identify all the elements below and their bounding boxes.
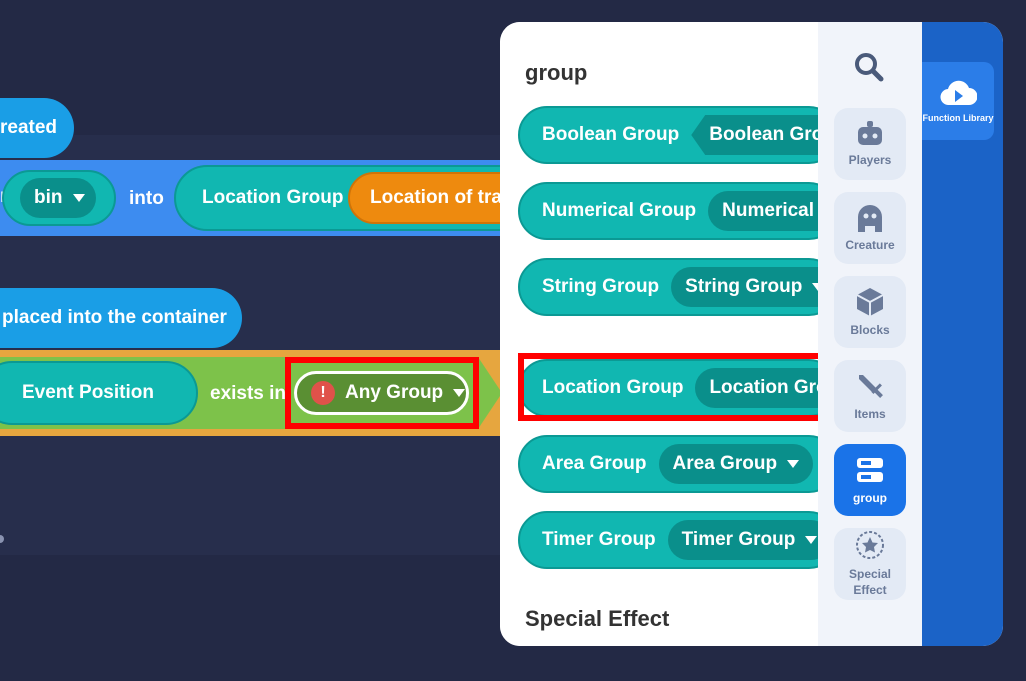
chevron-down-icon <box>72 194 85 202</box>
palette-block-timer-group[interactable]: Timer Group Timer Group <box>518 511 818 569</box>
category-label: Blocks <box>850 323 890 337</box>
function-library-label: Function Library <box>922 113 994 123</box>
palette-block-numerical-group[interactable]: Numerical Group Numerical G <box>518 182 818 240</box>
exists-in-label: exists in <box>210 383 287 404</box>
palette-block-slot: Area Group <box>658 444 814 484</box>
highlight-any-group <box>285 357 479 429</box>
palette-block-slot: String Group <box>671 267 818 307</box>
category-special-effect[interactable]: Special Effect <box>834 528 906 600</box>
group-icon <box>857 458 883 482</box>
palette-block-location-group[interactable]: Location Group Location Gro <box>518 359 818 417</box>
event-block-placed[interactable]: placed into the container <box>0 288 242 348</box>
palette-block-slot-text: Timer Group <box>681 529 796 550</box>
palette-block-label: Timer Group <box>542 529 656 550</box>
category-items[interactable]: Items <box>834 360 906 432</box>
palette-block-label: Boolean Group <box>542 124 680 145</box>
location-of-label: Location of tra <box>370 187 502 208</box>
palette-block-label: Numerical Group <box>542 200 697 221</box>
palette-block-slot: Location Gro <box>695 368 818 408</box>
event-block-placed-label: placed into the container <box>2 307 227 328</box>
palette-block-slot: Boolean Grou <box>691 115 818 155</box>
category-sidebar: Players Creature Blocks Items <box>818 22 922 646</box>
category-creature[interactable]: Creature <box>834 192 906 264</box>
category-group[interactable]: group <box>834 444 906 516</box>
location-group-label: Location Group <box>202 187 344 208</box>
palette-block-slot-text: String Group <box>685 276 803 297</box>
event-block-created-label: reated <box>0 117 58 138</box>
category-blocks[interactable]: Blocks <box>834 276 906 348</box>
palette-block-list[interactable]: group Boolean Group Boolean Grou Numeric… <box>500 22 818 646</box>
palette-block-label: Area Group <box>542 453 647 474</box>
event-position-label: Event Position <box>22 382 154 403</box>
category-label: Special Effect <box>848 567 892 597</box>
event-position-block[interactable]: Event Position <box>0 361 198 425</box>
bin-dropdown-wrap: bin <box>2 170 116 226</box>
palette-block-area-group[interactable]: Area Group Area Group <box>518 435 818 493</box>
block-palette: group Boolean Group Boolean Grou Numeric… <box>500 22 1003 646</box>
robot-icon <box>858 121 882 145</box>
chevron-down-icon <box>453 389 466 397</box>
creature-icon <box>858 205 882 232</box>
palette-block-slot: Timer Group <box>667 520 818 560</box>
warning-icon: ! <box>311 381 335 405</box>
category-label: Items <box>854 407 886 421</box>
function-library-button[interactable]: Function Library <box>922 62 994 140</box>
exists-in-block[interactable]: Event Position exists in ! Any Group <box>0 357 502 429</box>
category-players[interactable]: Players <box>834 108 906 180</box>
palette-block-label: Location Group <box>542 377 684 398</box>
any-group-dropdown[interactable]: ! Any Group <box>294 371 469 415</box>
sword-icon <box>859 375 883 398</box>
move-block[interactable]: n bin into Location Group Location of tr… <box>0 160 534 236</box>
bin-dropdown[interactable]: bin <box>20 178 96 218</box>
highlight-location-group <box>518 353 827 421</box>
palette-block-slot-text: Area Group <box>672 453 778 474</box>
palette-block-string-group[interactable]: String Group String Group <box>518 258 818 316</box>
category-label: Creature <box>845 238 895 252</box>
section-title-group: group <box>525 60 588 85</box>
star-badge-icon <box>856 531 884 559</box>
category-label: group <box>853 491 887 505</box>
bin-dropdown-value: bin <box>34 187 63 208</box>
section-title-special-effect: Special Effect <box>525 606 670 631</box>
event-block-created[interactable]: reated <box>0 98 74 158</box>
chevron-down-icon <box>812 283 818 291</box>
function-library-strip: Function Library <box>922 22 1003 646</box>
connector-dot <box>0 535 4 543</box>
chevron-down-icon <box>805 536 818 544</box>
any-group-value: Any Group <box>345 382 444 403</box>
cube-icon <box>856 288 884 316</box>
cloud-play-icon <box>940 80 977 106</box>
palette-block-slot: Numerical G <box>708 191 818 231</box>
palette-block-label: String Group <box>542 276 660 297</box>
into-label: into <box>129 188 164 209</box>
palette-block-boolean-group[interactable]: Boolean Group Boolean Grou <box>518 106 818 164</box>
chevron-down-icon <box>787 460 800 468</box>
category-label: Players <box>848 153 892 167</box>
search-icon[interactable] <box>852 50 886 84</box>
